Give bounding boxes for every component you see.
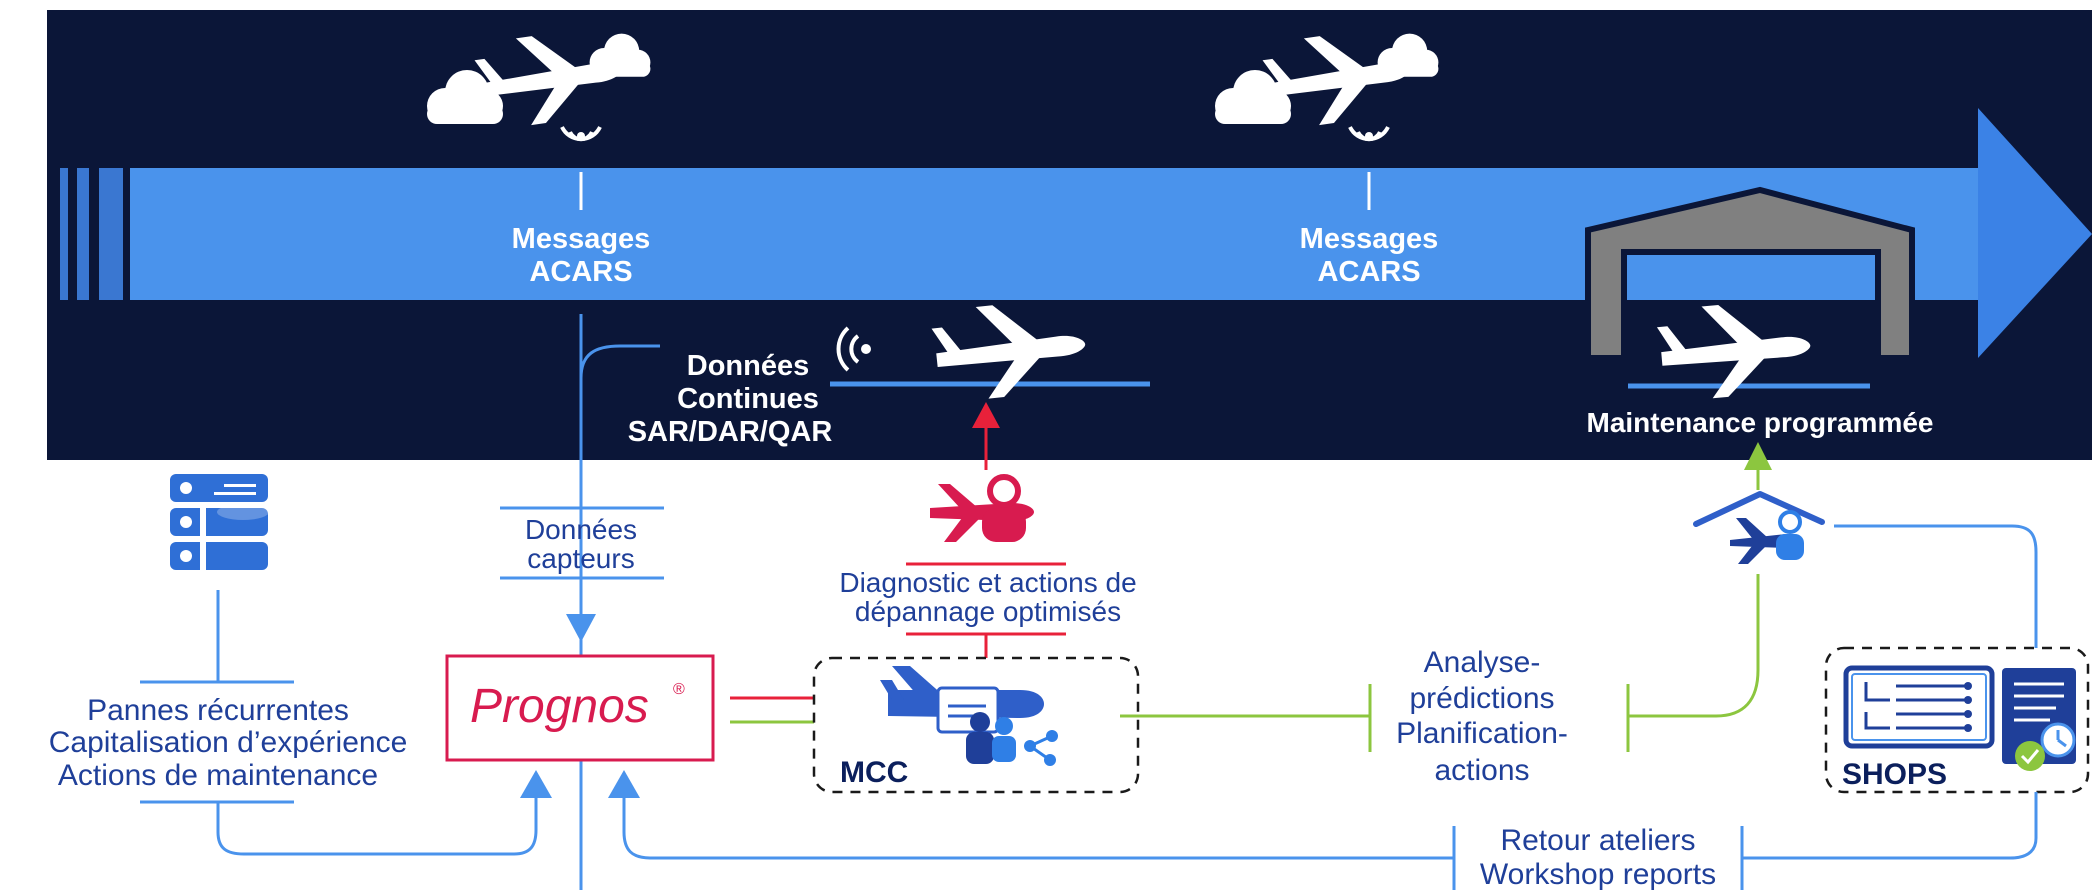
maintenance-up-arrow [1744, 442, 1772, 470]
acars-1-line-2: ACARS [529, 256, 632, 288]
registered-mark: ® [673, 681, 685, 698]
timeline-arrow [60, 108, 2092, 358]
continuous-data-line-3: SAR/DAR/QAR [628, 416, 833, 448]
history-line-2: Capitalisation d’expérience [49, 726, 408, 759]
operations-center-icon [880, 666, 1058, 766]
workshop-to-prognos-line [622, 798, 1454, 860]
history-arrowhead [520, 770, 552, 798]
workshop-line-1: Retour ateliers [1500, 824, 1695, 857]
diagnostic-arrowhead [972, 402, 1000, 428]
analysis-line-2: prédictions [1409, 682, 1554, 715]
history-to-prognos-line [216, 798, 538, 856]
server-database-icon [170, 474, 269, 570]
scheduled-maintenance-label: Maintenance programmée [1587, 407, 1934, 438]
acars-1-line-1: Messages [512, 223, 651, 255]
diagnostic-line-2: dépannage optimisés [855, 596, 1121, 627]
analysis-line-3: Planification- [1396, 717, 1568, 750]
diagnostic-line-1: Diagnostic et actions de [839, 567, 1136, 598]
continuous-data-line-2: Continues [677, 383, 819, 415]
acars-2-line-2: ACARS [1317, 256, 1420, 288]
continuous-data-line-1: Données [687, 350, 809, 382]
workshop-circuit-report-icon [1843, 665, 2076, 771]
acars-2-line-1: Messages [1300, 223, 1439, 255]
airplane-signal-icon [830, 296, 1150, 404]
workshop-arrowhead [608, 770, 640, 798]
prognos-box [445, 654, 715, 762]
analysis-to-maintenance-line [1628, 574, 1760, 718]
airplane-technician-icon [930, 474, 1034, 542]
history-line-3: Actions de maintenance [58, 759, 378, 792]
maintenance-roof-icon [1693, 491, 1825, 564]
history-line-1: Pannes récurrentes [87, 694, 349, 727]
sensor-arrowhead [566, 614, 596, 642]
mcc-label: MCC [840, 756, 908, 789]
prognos-logo: Prognos [470, 680, 649, 733]
workshop-line-2: Workshop reports [1480, 858, 1716, 891]
sensor-data-line-2: capteurs [527, 543, 634, 574]
shops-to-prognos-line [1742, 792, 2038, 860]
sensor-data-line-1: Données [525, 514, 637, 545]
analysis-line-4: actions [1434, 754, 1529, 787]
analysis-line-1: Analyse- [1424, 646, 1541, 679]
hangar-airplane-icon [1585, 186, 1915, 403]
continuous-data-branch [579, 344, 660, 379]
roof-to-shops-line [1834, 524, 2038, 650]
shops-label: SHOPS [1842, 758, 1947, 791]
